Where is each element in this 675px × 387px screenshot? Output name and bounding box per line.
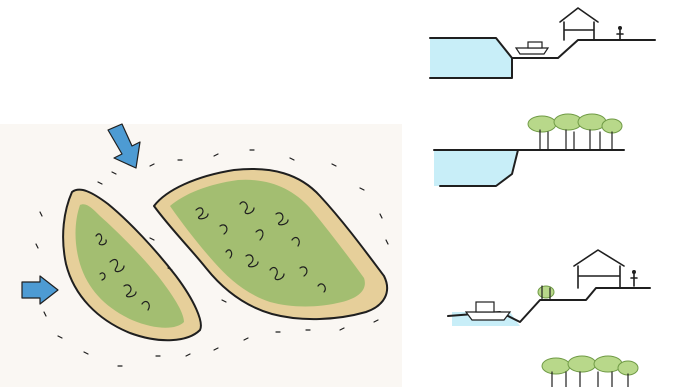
section-house-boat-and-plants [448,250,650,326]
section-house-and-boat [430,8,655,78]
section-trees-on-bank [434,114,624,186]
section-trees-on-land [542,356,638,387]
